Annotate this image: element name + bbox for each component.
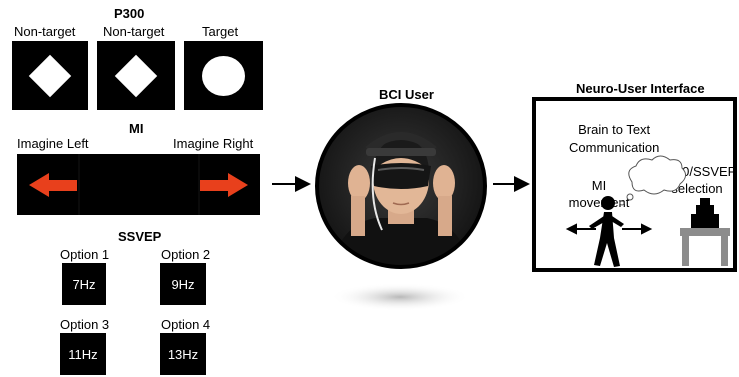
mi-left-label: Imagine Left — [17, 136, 89, 151]
ssvep-box: 13Hz — [160, 333, 206, 375]
interface-title: Neuro-User Interface — [576, 81, 705, 96]
mi-right-label: Imagine Right — [173, 136, 254, 151]
ssvep-option-label: Option 1 — [60, 247, 110, 262]
ssvep-box: 9Hz — [160, 263, 206, 305]
portrait-border — [315, 103, 487, 269]
circle-shape — [202, 56, 245, 96]
p300-target-label: Target — [202, 24, 239, 39]
user-shadow — [330, 283, 470, 311]
ssvep-box: 7Hz — [62, 263, 106, 305]
ssvep-freq: 9Hz — [171, 276, 195, 292]
ssvep-option-label: Option 3 — [60, 317, 110, 332]
user-photo — [317, 105, 485, 267]
ssvep-box: 11Hz — [60, 333, 106, 375]
mi-movement-label: MI movement — [568, 178, 630, 210]
diamond-shape — [114, 54, 158, 98]
ssvep-option-label: Option 4 — [161, 317, 211, 332]
ssvep-freq: 11Hz — [68, 346, 98, 362]
p300-nontarget-label-2: Non-target — [103, 24, 165, 39]
ssvep-freq: 13Hz — [167, 346, 199, 362]
p300-nontarget-panel-2 — [97, 41, 175, 110]
p300-title: P300 — [114, 6, 145, 21]
ssvep-freq: 7Hz — [72, 276, 96, 292]
mi-panel — [17, 154, 260, 215]
bci-user-title: BCI User — [379, 87, 434, 102]
mi-title: MI — [129, 121, 144, 136]
left-arrow-icon — [29, 173, 77, 197]
right-arrow-icon — [200, 173, 248, 197]
ssvep-title: SSVEP — [118, 229, 162, 244]
ssvep-option-label: Option 2 — [161, 247, 211, 262]
interface-frame — [532, 97, 737, 272]
p300-nontarget-panel-1 — [12, 41, 88, 110]
mi-arrows — [29, 154, 248, 215]
brain-to-text-label: Brain to Text Communication — [569, 122, 660, 155]
p300-target-panel — [184, 41, 263, 110]
diamond-shape — [28, 54, 72, 98]
p300-nontarget-label-1: Non-target — [14, 24, 76, 39]
p300-ssvep-selection-label: P300/SSVEP selection — [659, 164, 737, 196]
